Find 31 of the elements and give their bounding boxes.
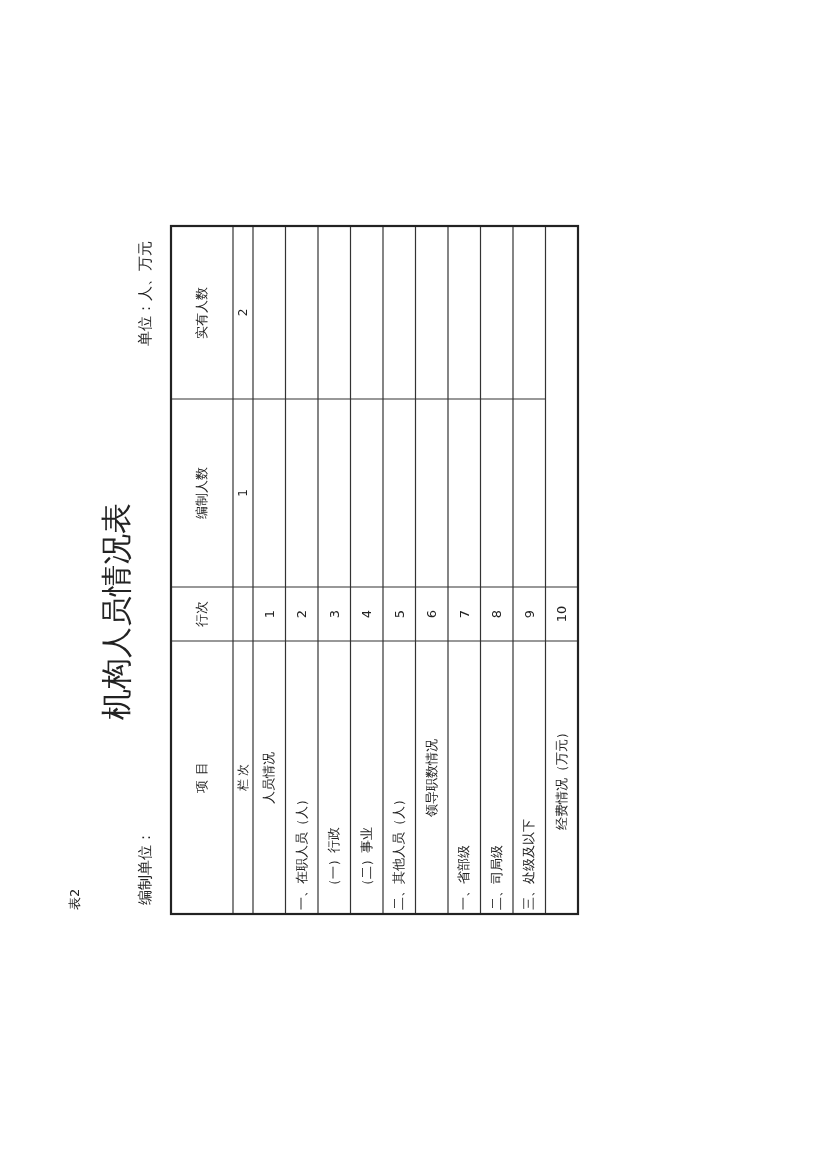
column-number: 2 bbox=[236, 308, 250, 317]
row-label: 二、司局级 bbox=[487, 845, 505, 910]
compiler-field-label: 编制单位： bbox=[136, 830, 155, 905]
row-number: 3 bbox=[326, 609, 342, 619]
column-header: 实有人数 bbox=[193, 286, 210, 339]
row-number: 2 bbox=[294, 609, 310, 619]
row-label: 三、处级及以下 bbox=[520, 819, 538, 910]
column-header: 项 目 bbox=[193, 762, 210, 793]
column-number: 1 bbox=[236, 489, 250, 497]
row-label: 人员情况 bbox=[260, 751, 278, 804]
row-number: 6 bbox=[424, 609, 440, 619]
row-label: 二、其他人员（人） bbox=[390, 793, 408, 910]
table-title: 机构人员情况表 bbox=[97, 503, 135, 720]
row-number: 4 bbox=[359, 609, 375, 619]
row-label: 经费情况（万元） bbox=[552, 725, 570, 830]
row-number: 8 bbox=[489, 609, 505, 619]
row-label: 栏 次 bbox=[234, 763, 251, 792]
unit-note: 单位：人、万元 bbox=[136, 241, 155, 346]
row-label: 领导职数情况 bbox=[422, 738, 440, 817]
column-header: 编制人数 bbox=[193, 467, 210, 519]
table-number: 表2 bbox=[66, 888, 83, 910]
row-label: 一、省部级 bbox=[455, 845, 473, 910]
row-number: 10 bbox=[554, 605, 570, 623]
row-number: 7 bbox=[456, 609, 472, 619]
row-number: 1 bbox=[261, 609, 277, 619]
row-label: （一）行政 bbox=[325, 827, 343, 892]
row-number: 5 bbox=[391, 609, 407, 619]
row-label: （二）事业 bbox=[357, 827, 375, 892]
row-label: 一、在职人员（人） bbox=[292, 793, 310, 910]
row-number: 9 bbox=[521, 609, 537, 619]
column-header: 行次 bbox=[193, 601, 210, 627]
